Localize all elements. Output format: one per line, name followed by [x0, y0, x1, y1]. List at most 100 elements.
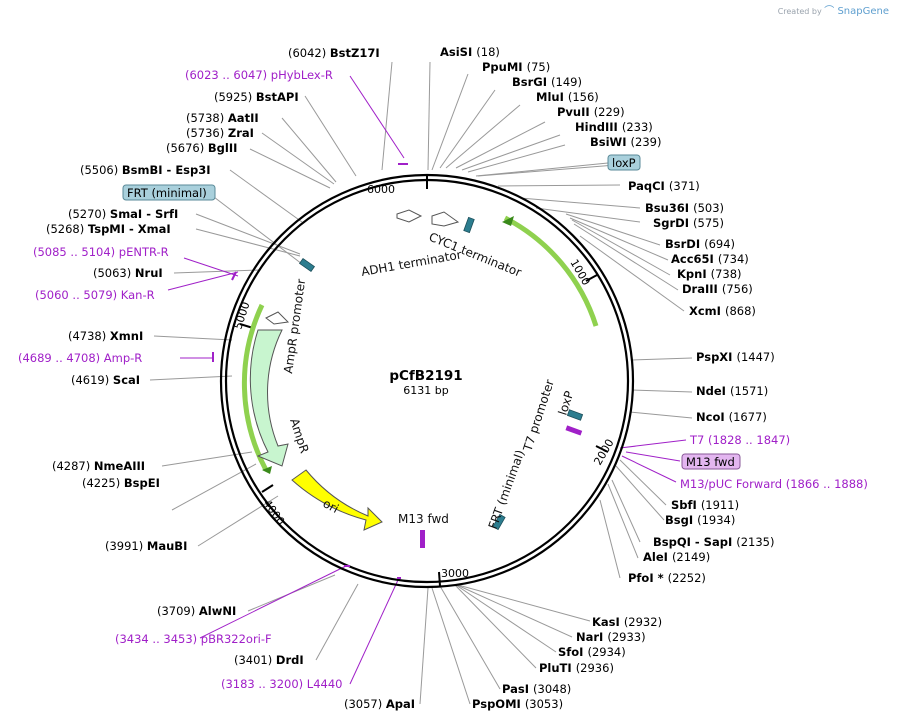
primer-label: M13/pUC Forward (1866 .. 1888) [680, 477, 868, 491]
enzyme-site-label: AleI (2149) [643, 550, 710, 564]
ampr-promoter-arrow [265, 311, 290, 325]
cyc1-terminator-arrow [431, 211, 460, 227]
enzyme-site-label: PvuII (229) [557, 105, 625, 119]
enzyme-site-label: BspQI - SapI (2135) [653, 535, 775, 549]
enzyme-site-label: (5270) SmaI - SrfI [68, 207, 178, 221]
enzyme-site-label: (3057) ApaI [344, 697, 415, 711]
credit-brand: SnapGene [837, 6, 889, 17]
credit-prefix: Created by [777, 7, 822, 16]
enzyme-site-label: SbfI (1911) [671, 498, 739, 512]
enzyme-site-label: PpuMI (75) [482, 60, 550, 74]
feature-label-ori: ori [321, 496, 341, 516]
enzyme-site-label: (3401) DrdI [234, 653, 304, 667]
site-markers [298, 216, 584, 531]
enzyme-site-label: PspOMI (3053) [472, 697, 563, 711]
feature-label-adh1-terminator: ADH1 terminator [360, 247, 463, 278]
enzyme-site-label: NcoI (1677) [696, 410, 767, 424]
enzyme-site-label: (5738) AatII [186, 111, 259, 125]
enzyme-site-label: (3991) MauBI [105, 539, 187, 553]
enzyme-site-label: AsiSI (18) [440, 45, 500, 59]
frt-site-bottom [492, 513, 506, 531]
feature-label-ampr: AmpR [287, 417, 311, 455]
snapgene-credit: Created by ⌒ SnapGene [778, 2, 889, 17]
primer-labels: (6023 .. 6047) pHybLex-R (5085 .. 5104) p… [18, 68, 868, 691]
feature-arrow-left [241, 303, 269, 472]
tick-label-3000: 3000 [441, 567, 469, 580]
m13-fwd-site [420, 530, 425, 548]
enzyme-site-label: KpnI (738) [677, 267, 742, 281]
tick-label-6000: 6000 [367, 183, 395, 196]
enzyme-site-label: (3709) AlwNI [157, 604, 236, 618]
enzyme-site-label: XcmI (868) [689, 304, 756, 318]
feature-label-ampr-promoter: AmpR promoter [281, 278, 308, 374]
primer-label: (6023 .. 6047) pHybLex-R [185, 68, 333, 82]
tick-label-4000: 4000 [261, 497, 288, 527]
enzyme-site-label: KasI (2932) [592, 615, 662, 629]
enzyme-site-label: HindIII (233) [575, 120, 653, 134]
enzyme-site-label: SgrDI (575) [653, 216, 724, 230]
enzyme-site-label: (6042) BstZ17I [288, 46, 380, 60]
loxp-site-top [463, 216, 475, 234]
enzyme-site-label: Acc65I (734) [671, 252, 749, 266]
primer-leaders [167, 75, 687, 685]
m13-fwd-box [681, 453, 741, 470]
enzyme-site-label: (5063) NruI [93, 266, 163, 280]
loxp-box-label: loxP [612, 156, 636, 170]
enzyme-labels: (6042) BstZ17I AsiSI (18)PpuMI (75)BsrGI … [46, 45, 775, 711]
ori-arrow [291, 469, 383, 531]
enzyme-site-label: PaqCI (371) [628, 179, 700, 193]
enzyme-site-label: BsrDI (694) [665, 237, 735, 251]
primer-label: (3183 .. 3200) L4440 [221, 677, 342, 691]
tick-label-2000: 2000 [591, 437, 616, 468]
leader-lines [149, 61, 693, 705]
enzyme-site-label: (5736) ZraI [186, 126, 254, 140]
m13-fwd-box-label: M13 fwd [686, 455, 735, 469]
snapgene-logo: ⌒ [824, 6, 838, 17]
arrowhead-right [502, 216, 514, 226]
feature-label-frt-minimal: FRT (minimal) [486, 448, 528, 531]
enzyme-site-label: NarI (2933) [576, 630, 646, 644]
enzyme-site-label: (5676) BglII [166, 141, 237, 155]
primer-label: T7 (1828 .. 1847) [689, 433, 790, 447]
loxp-site-right [566, 409, 584, 421]
enzyme-site-label: SfoI (2934) [558, 645, 626, 659]
frt-minimal-box-label: FRT (minimal) [127, 186, 207, 200]
enzyme-site-label: PasI (3048) [502, 682, 571, 696]
enzyme-site-label: MluI (156) [536, 90, 599, 104]
enzyme-site-label: (4738) XmnI [68, 329, 143, 343]
enzyme-site-label: (5268) TspMI - XmaI [46, 222, 171, 236]
enzyme-site-label: (4619) ScaI [71, 373, 140, 387]
tick-marks [239, 175, 609, 587]
enzyme-site-label: BsiWI (239) [590, 135, 661, 149]
enzyme-site-label: (5506) BsmBI - Esp3I [80, 163, 211, 177]
loxp-box [607, 154, 641, 171]
enzyme-site-label: BsrGI (149) [512, 75, 582, 89]
plasmid-name: pCfB2191 [389, 368, 462, 384]
enzyme-site-label: Bsu36I (503) [645, 201, 724, 215]
ampr-gene-arrow [249, 329, 289, 467]
enzyme-site-label: PluTI (2936) [539, 661, 614, 675]
adh1-terminator-arrow [396, 209, 423, 223]
primer-label: (3434 .. 3453) pBR322ori-F [115, 632, 272, 646]
feature-label-m13-fwd: M13 fwd [398, 512, 449, 526]
enzyme-site-label: (4225) BspEI [82, 476, 160, 490]
enzyme-site-label: PfoI * (2252) [628, 571, 706, 585]
arrowhead-left [262, 466, 272, 474]
enzyme-site-label: BsgI (1934) [665, 513, 735, 527]
feature-arrow-right [503, 215, 599, 327]
enzyme-site-label: (4287) NmeAIII [52, 459, 145, 473]
primer-label: (4689 .. 4708) Amp-R [18, 351, 142, 365]
enzyme-site-label: NdeI (1571) [696, 384, 768, 398]
feature-label-t7-promoter: T7 promoter [520, 378, 557, 454]
enzyme-site-label: (5925) BstAPI [214, 90, 299, 104]
enzyme-site-label: DraIII (756) [682, 282, 753, 296]
frt-site-left [298, 257, 316, 273]
primer-marks [212, 163, 408, 579]
t7-site [565, 425, 583, 436]
plasmid-length: 6131 bp [403, 384, 448, 397]
frt-minimal-box [122, 184, 216, 201]
primer-label: (5085 .. 5104) pENTR-R [33, 245, 169, 259]
enzyme-site-label: PspXI (1447) [696, 350, 775, 364]
primer-label: (5060 .. 5079) Kan-R [35, 288, 155, 302]
